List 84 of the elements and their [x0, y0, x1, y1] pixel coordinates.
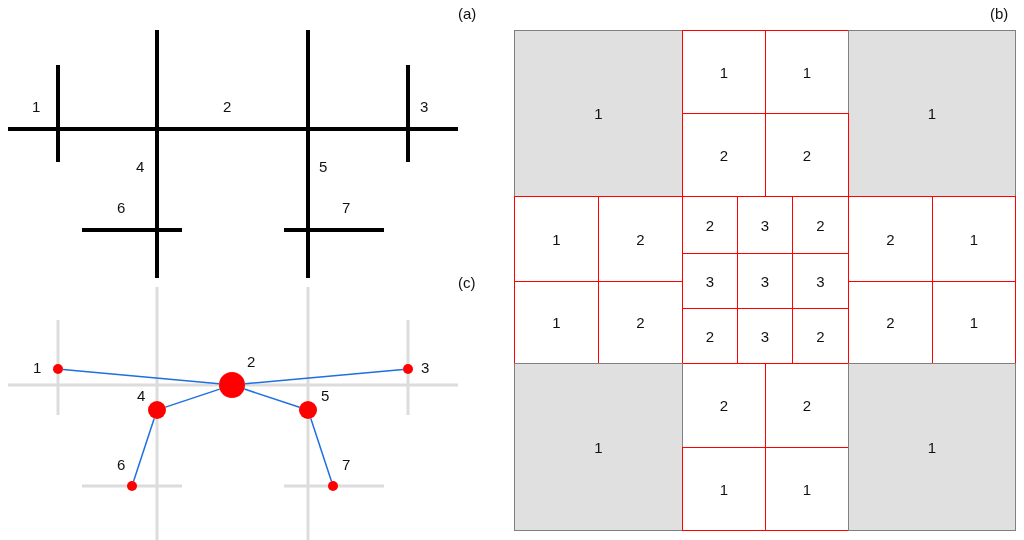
graph-node: [53, 364, 63, 374]
node-number: 5: [321, 388, 330, 404]
segment-number: 2: [223, 99, 232, 115]
grid-cell: [737, 308, 793, 364]
grid-cell: [682, 308, 738, 364]
cell-number: 2: [816, 327, 825, 345]
cell-number: 2: [802, 397, 812, 414]
graph-node: [403, 364, 413, 374]
grid-cell: [765, 363, 849, 448]
node-number: 1: [33, 360, 42, 376]
cell-number: 1: [927, 105, 937, 122]
segment-number: 3: [420, 99, 429, 115]
node-number: 7: [342, 457, 351, 473]
grid-cell: [598, 281, 683, 364]
grid-cell: [682, 363, 766, 448]
link-line: [243, 388, 301, 408]
segment-number: 5: [319, 159, 328, 175]
grid-cell: [932, 196, 1016, 282]
graph-node: [219, 372, 245, 398]
cell-number: 1: [802, 480, 812, 498]
link-line: [164, 388, 221, 408]
cell-number: 2: [636, 230, 645, 248]
cell-number: 1: [594, 438, 603, 456]
graph-node: [127, 481, 137, 491]
cell-number: 1: [719, 480, 729, 498]
cell-number: 2: [886, 230, 895, 248]
grid-cell: [598, 196, 683, 282]
cell-number: 2: [886, 314, 895, 331]
cell-number: 1: [552, 314, 561, 331]
grid-cell: [792, 253, 849, 309]
cell-number: 1: [719, 63, 729, 81]
graph-node: [328, 481, 338, 491]
segment-number: 6: [117, 200, 126, 216]
cell-number: 1: [969, 314, 979, 331]
node-number: 2: [247, 354, 256, 370]
cell-number: 3: [760, 272, 770, 290]
segment-number: 4: [136, 159, 145, 175]
grid-cell: [514, 281, 599, 364]
grid-cell: [765, 447, 849, 531]
grid-cell: [682, 113, 766, 197]
graph-node: [299, 401, 317, 419]
grid-cell: [792, 196, 849, 254]
link-line: [310, 417, 333, 482]
cell-number: 3: [816, 272, 825, 290]
cell-number: 1: [802, 63, 812, 81]
cell-number: 2: [719, 146, 729, 164]
cell-number: 1: [927, 438, 937, 456]
cell-number: 2: [705, 327, 715, 345]
node-number: 6: [117, 457, 126, 473]
grid-cell: [514, 196, 599, 282]
segment-number: 7: [342, 200, 351, 216]
cell-number: 2: [719, 397, 729, 414]
graph-node: [148, 401, 166, 419]
grid-cell: [848, 281, 933, 364]
grid-cell: [682, 30, 766, 114]
grid-cell: [765, 30, 849, 114]
shaded-cell: [848, 363, 1016, 531]
link-line: [244, 368, 404, 385]
node-number: 4: [137, 388, 146, 404]
grid-cell: [792, 308, 849, 364]
cell-number: 1: [552, 230, 561, 248]
node-number: 3: [421, 360, 430, 376]
cell-number: 3: [760, 216, 770, 234]
panel-label: (c): [458, 275, 476, 291]
grid-cell: [682, 447, 766, 531]
grid-cell: [932, 281, 1016, 364]
cell-number: 2: [705, 216, 715, 234]
cell-number: 1: [594, 105, 603, 122]
grid-cell: [682, 253, 738, 309]
grid-cell: [682, 196, 738, 254]
cell-number: 3: [705, 272, 715, 290]
segment-number: 1: [32, 99, 41, 115]
cell-number: 1: [969, 230, 979, 248]
cell-number: 2: [816, 216, 825, 234]
grid-cell: [848, 196, 933, 282]
cell-number: 2: [802, 146, 812, 164]
panel-label: (a): [458, 6, 477, 22]
grid-cell: [737, 196, 793, 254]
link-line: [132, 417, 155, 482]
link-line: [62, 368, 220, 385]
cell-number: 3: [760, 327, 770, 345]
grid-cell: [765, 113, 849, 197]
cell-number: 2: [636, 314, 645, 331]
grid-cell: [737, 253, 793, 309]
